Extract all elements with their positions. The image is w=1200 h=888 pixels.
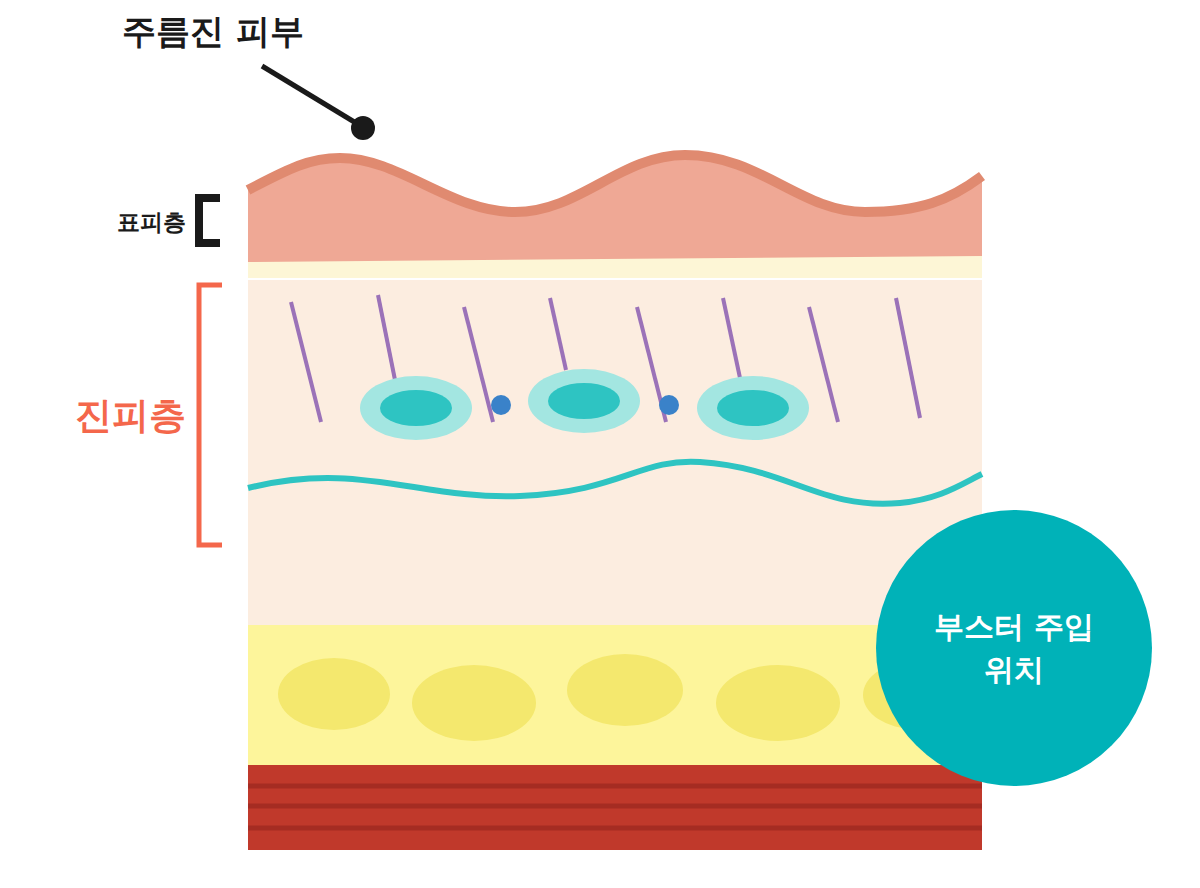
muscle-layer (248, 765, 982, 850)
node-text: 부스터 주입 위치 (929, 605, 1099, 692)
dermis-bracket (199, 285, 222, 545)
epidermis-bracket (199, 198, 220, 243)
callout-label: 주름진 피부 (122, 9, 304, 55)
fat-cells (278, 654, 967, 741)
layer-label: 표피층 (117, 207, 186, 238)
fat-layer (248, 625, 982, 765)
muscle-stripes (248, 786, 982, 828)
epidermis-layer (248, 155, 982, 262)
leader-dot (351, 116, 375, 140)
layer-label: 진피층 (75, 391, 186, 441)
skin-surface (248, 155, 982, 212)
dermis-layer (248, 280, 982, 625)
injection-circle: 부스터 주입 위치 (876, 510, 1152, 786)
dermis-wave (248, 462, 982, 504)
dermis-cells (360, 369, 809, 440)
leader-line (262, 66, 356, 123)
